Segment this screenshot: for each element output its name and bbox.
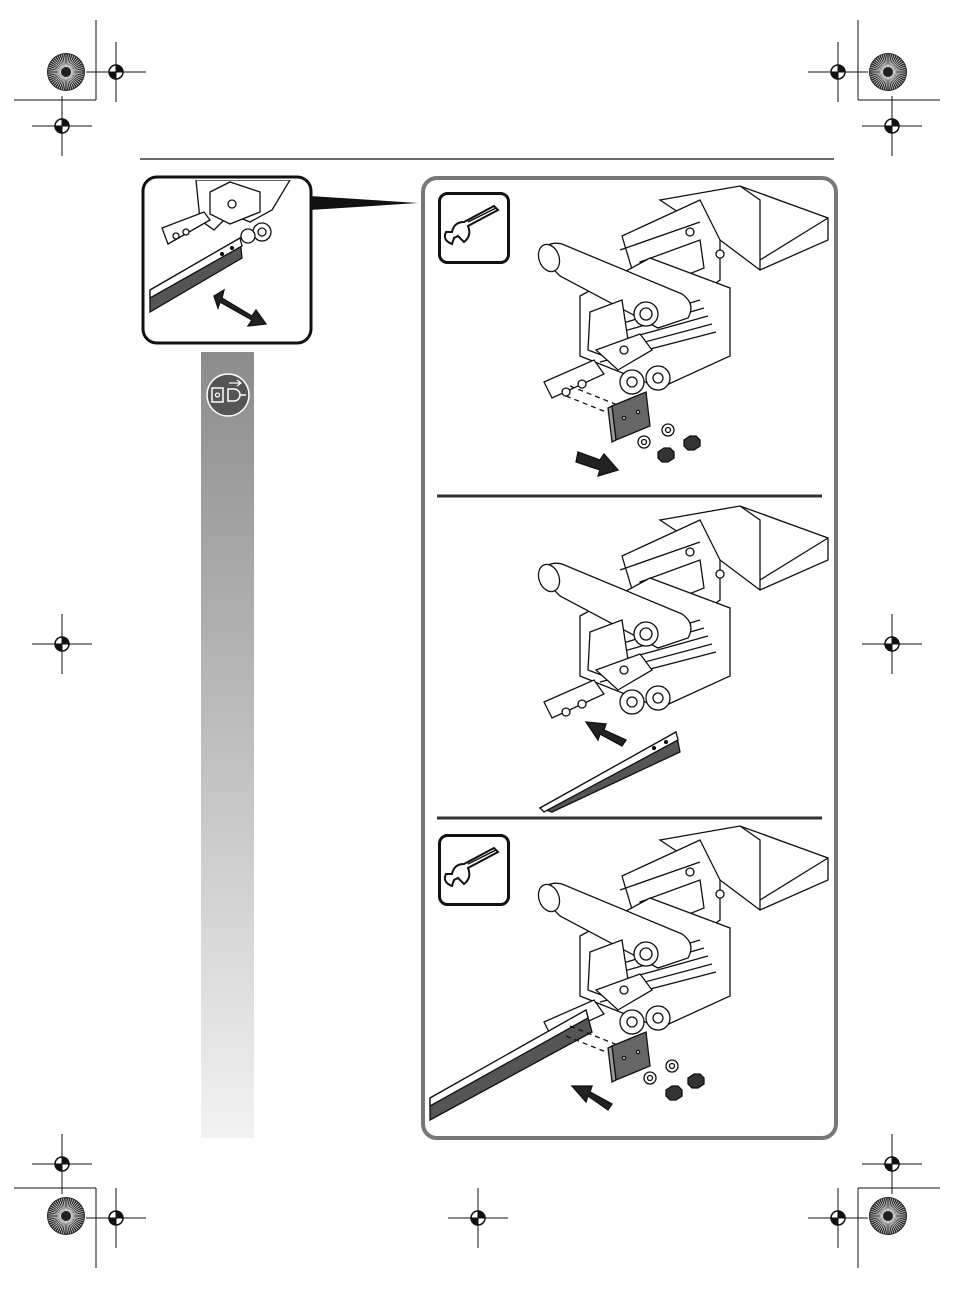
crosshair-registration-icon — [808, 42, 868, 102]
radial-rosette-icon — [47, 1197, 85, 1235]
detail-inset — [143, 177, 418, 343]
crosshair-registration-icon — [32, 96, 92, 156]
crosshair-registration-icon — [32, 1134, 92, 1194]
crosshair-registration-icon — [808, 1188, 868, 1248]
crosshair-registration-icon — [862, 614, 922, 674]
crosshair-registration-icon — [862, 1134, 922, 1194]
radial-rosette-icon — [47, 53, 85, 91]
sidebar-gradient-band — [201, 352, 254, 1138]
wrench-icon — [440, 836, 509, 905]
radial-rosette-icon — [869, 1197, 907, 1235]
crosshair-registration-icon — [862, 96, 922, 156]
callout-pointer — [310, 196, 418, 210]
crosshair-registration-icon — [448, 1188, 508, 1248]
unplug-power-icon — [207, 374, 249, 416]
crosshair-registration-icon — [86, 1188, 146, 1248]
crosshair-registration-icon — [32, 614, 92, 674]
radial-rosette-icon — [869, 53, 907, 91]
wrench-icon — [440, 194, 509, 263]
crosshair-registration-icon — [86, 42, 146, 102]
